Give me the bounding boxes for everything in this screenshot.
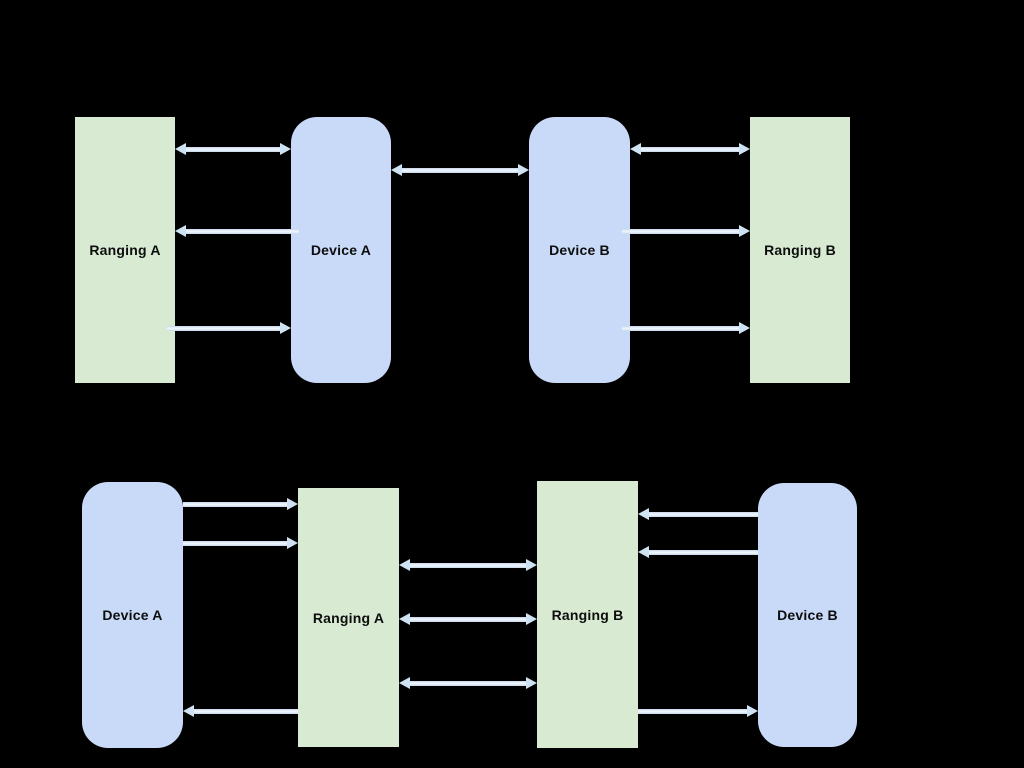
arrow-head-left-icon <box>183 705 194 717</box>
arrow-head-left-icon <box>175 143 186 155</box>
arrow-head-left-icon <box>175 225 186 237</box>
node-top-device-b: Device B <box>529 117 630 383</box>
arrow-head-right-icon <box>280 143 291 155</box>
arrow-shaft <box>622 325 745 331</box>
arrow-top-mid <box>391 163 529 177</box>
arrow-bot-mid-2 <box>399 612 537 626</box>
node-label-top-ranging-a: Ranging A <box>89 242 161 258</box>
node-top-device-a: Device A <box>291 117 391 383</box>
node-label-top-device-a: Device A <box>310 242 372 258</box>
arrow-top-b-2 <box>622 224 750 238</box>
arrow-head-left-icon <box>399 613 410 625</box>
arrow-top-a-1 <box>175 142 291 156</box>
arrow-head-right-icon <box>739 225 750 237</box>
arrow-shaft <box>183 501 293 507</box>
arrow-head-right-icon <box>287 537 298 549</box>
node-top-ranging-b: Ranging B <box>750 117 850 383</box>
arrow-shaft <box>396 167 524 173</box>
arrow-shaft <box>404 616 532 622</box>
arrow-shaft <box>404 562 532 568</box>
arrow-bot-b-3 <box>638 704 758 718</box>
node-label-bot-device-a: Device A <box>102 607 163 623</box>
node-bot-device-b: Device B <box>758 483 857 747</box>
arrow-head-left-icon <box>630 143 641 155</box>
arrow-head-right-icon <box>526 677 537 689</box>
arrow-shaft <box>622 228 745 234</box>
arrow-head-left-icon <box>399 677 410 689</box>
arrow-bot-a-1 <box>183 497 298 511</box>
node-label-top-ranging-b: Ranging B <box>764 242 836 258</box>
arrow-shaft <box>188 708 298 714</box>
arrow-head-right-icon <box>518 164 529 176</box>
node-label-top-device-b: Device B <box>549 242 610 258</box>
arrow-head-left-icon <box>391 164 402 176</box>
arrow-shaft <box>635 146 745 152</box>
arrow-top-a-3 <box>167 321 291 335</box>
arrow-shaft <box>643 511 758 517</box>
arrow-head-right-icon <box>526 613 537 625</box>
node-label-bot-ranging-b: Ranging B <box>551 606 624 623</box>
node-bot-device-a: Device A <box>82 482 183 748</box>
arrow-shaft <box>180 228 299 234</box>
arrow-top-b-3 <box>622 321 750 335</box>
arrow-head-left-icon <box>638 508 649 520</box>
node-top-ranging-a: Ranging A <box>75 117 175 383</box>
arrow-top-a-2 <box>175 224 299 238</box>
arrow-bot-b-2 <box>638 545 758 559</box>
arrow-head-right-icon <box>739 143 750 155</box>
arrow-bot-a-2 <box>183 536 298 550</box>
arrow-bot-a-3 <box>183 704 298 718</box>
arrow-bot-mid-1 <box>399 558 537 572</box>
arrow-head-right-icon <box>280 322 291 334</box>
arrow-shaft <box>183 540 293 546</box>
arrow-head-left-icon <box>638 546 649 558</box>
node-bot-ranging-b: Ranging B <box>537 481 638 748</box>
arrow-head-right-icon <box>739 322 750 334</box>
node-label-bot-ranging-a: Ranging A <box>312 609 385 626</box>
arrow-head-left-icon <box>399 559 410 571</box>
arrow-shaft <box>404 680 532 686</box>
arrow-bot-b-1 <box>638 507 758 521</box>
arrow-shaft <box>167 325 286 331</box>
node-label-bot-device-b: Device B <box>777 607 838 623</box>
arrow-shaft <box>643 549 758 555</box>
arrow-top-b-1 <box>630 142 750 156</box>
arrow-shaft <box>638 708 753 714</box>
arrow-head-right-icon <box>526 559 537 571</box>
node-bot-ranging-a: Ranging A <box>298 488 399 747</box>
arrow-bot-mid-3 <box>399 676 537 690</box>
arrow-head-right-icon <box>287 498 298 510</box>
arrow-shaft <box>180 146 286 152</box>
arrow-head-right-icon <box>747 705 758 717</box>
